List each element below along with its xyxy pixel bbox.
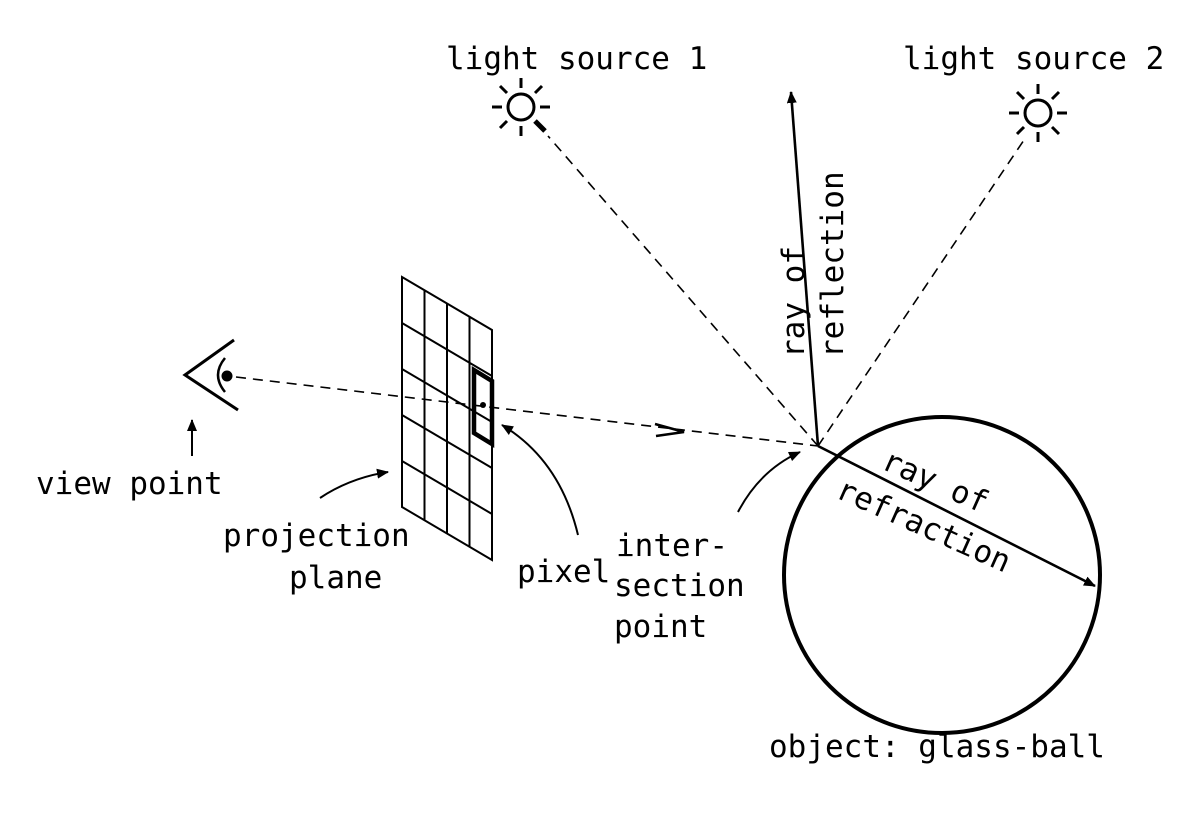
refraction-ray bbox=[817, 444, 1096, 588]
shadow-ray-light-1 bbox=[547, 135, 819, 447]
label-light-source-2: light source 2 bbox=[903, 41, 1164, 77]
label-intersection-line-2: section bbox=[614, 568, 745, 604]
light-source-1-icon bbox=[492, 78, 550, 136]
label-pixel: pixel bbox=[517, 554, 610, 590]
glass-ball bbox=[782, 415, 1102, 735]
light-source-2-icon bbox=[1009, 84, 1067, 142]
label-projection-plane-line-2: plane bbox=[289, 560, 382, 596]
pixel-center-dot bbox=[480, 402, 486, 408]
projection-plane-grid bbox=[401, 275, 493, 562]
label-intersection-line-3: point bbox=[614, 609, 707, 645]
primary-ray bbox=[235, 376, 819, 447]
intersection-point-pointer bbox=[737, 451, 801, 513]
label-projection-plane-line-1: projection bbox=[223, 518, 410, 554]
primary-ray-arrowhead bbox=[654, 422, 685, 438]
pixel-pointer bbox=[501, 424, 579, 536]
label-intersection-line-1: inter- bbox=[616, 528, 728, 564]
reflection-ray bbox=[786, 91, 820, 447]
label-light-source-1: light source 1 bbox=[446, 41, 707, 77]
eye-icon bbox=[182, 338, 239, 412]
label-ray-of-reflection-line-2: reflection bbox=[815, 171, 851, 358]
label-ray-of-reflection: ray of reflection bbox=[776, 171, 851, 358]
highlighted-pixel bbox=[471, 365, 495, 449]
label-object: object: glass-ball bbox=[769, 729, 1105, 765]
shadow-ray-light-2 bbox=[817, 139, 1025, 447]
projection-plane-pointer bbox=[319, 468, 389, 499]
label-ray-of-reflection-line-1: ray of bbox=[776, 246, 812, 358]
label-view-point: view point bbox=[36, 466, 223, 502]
